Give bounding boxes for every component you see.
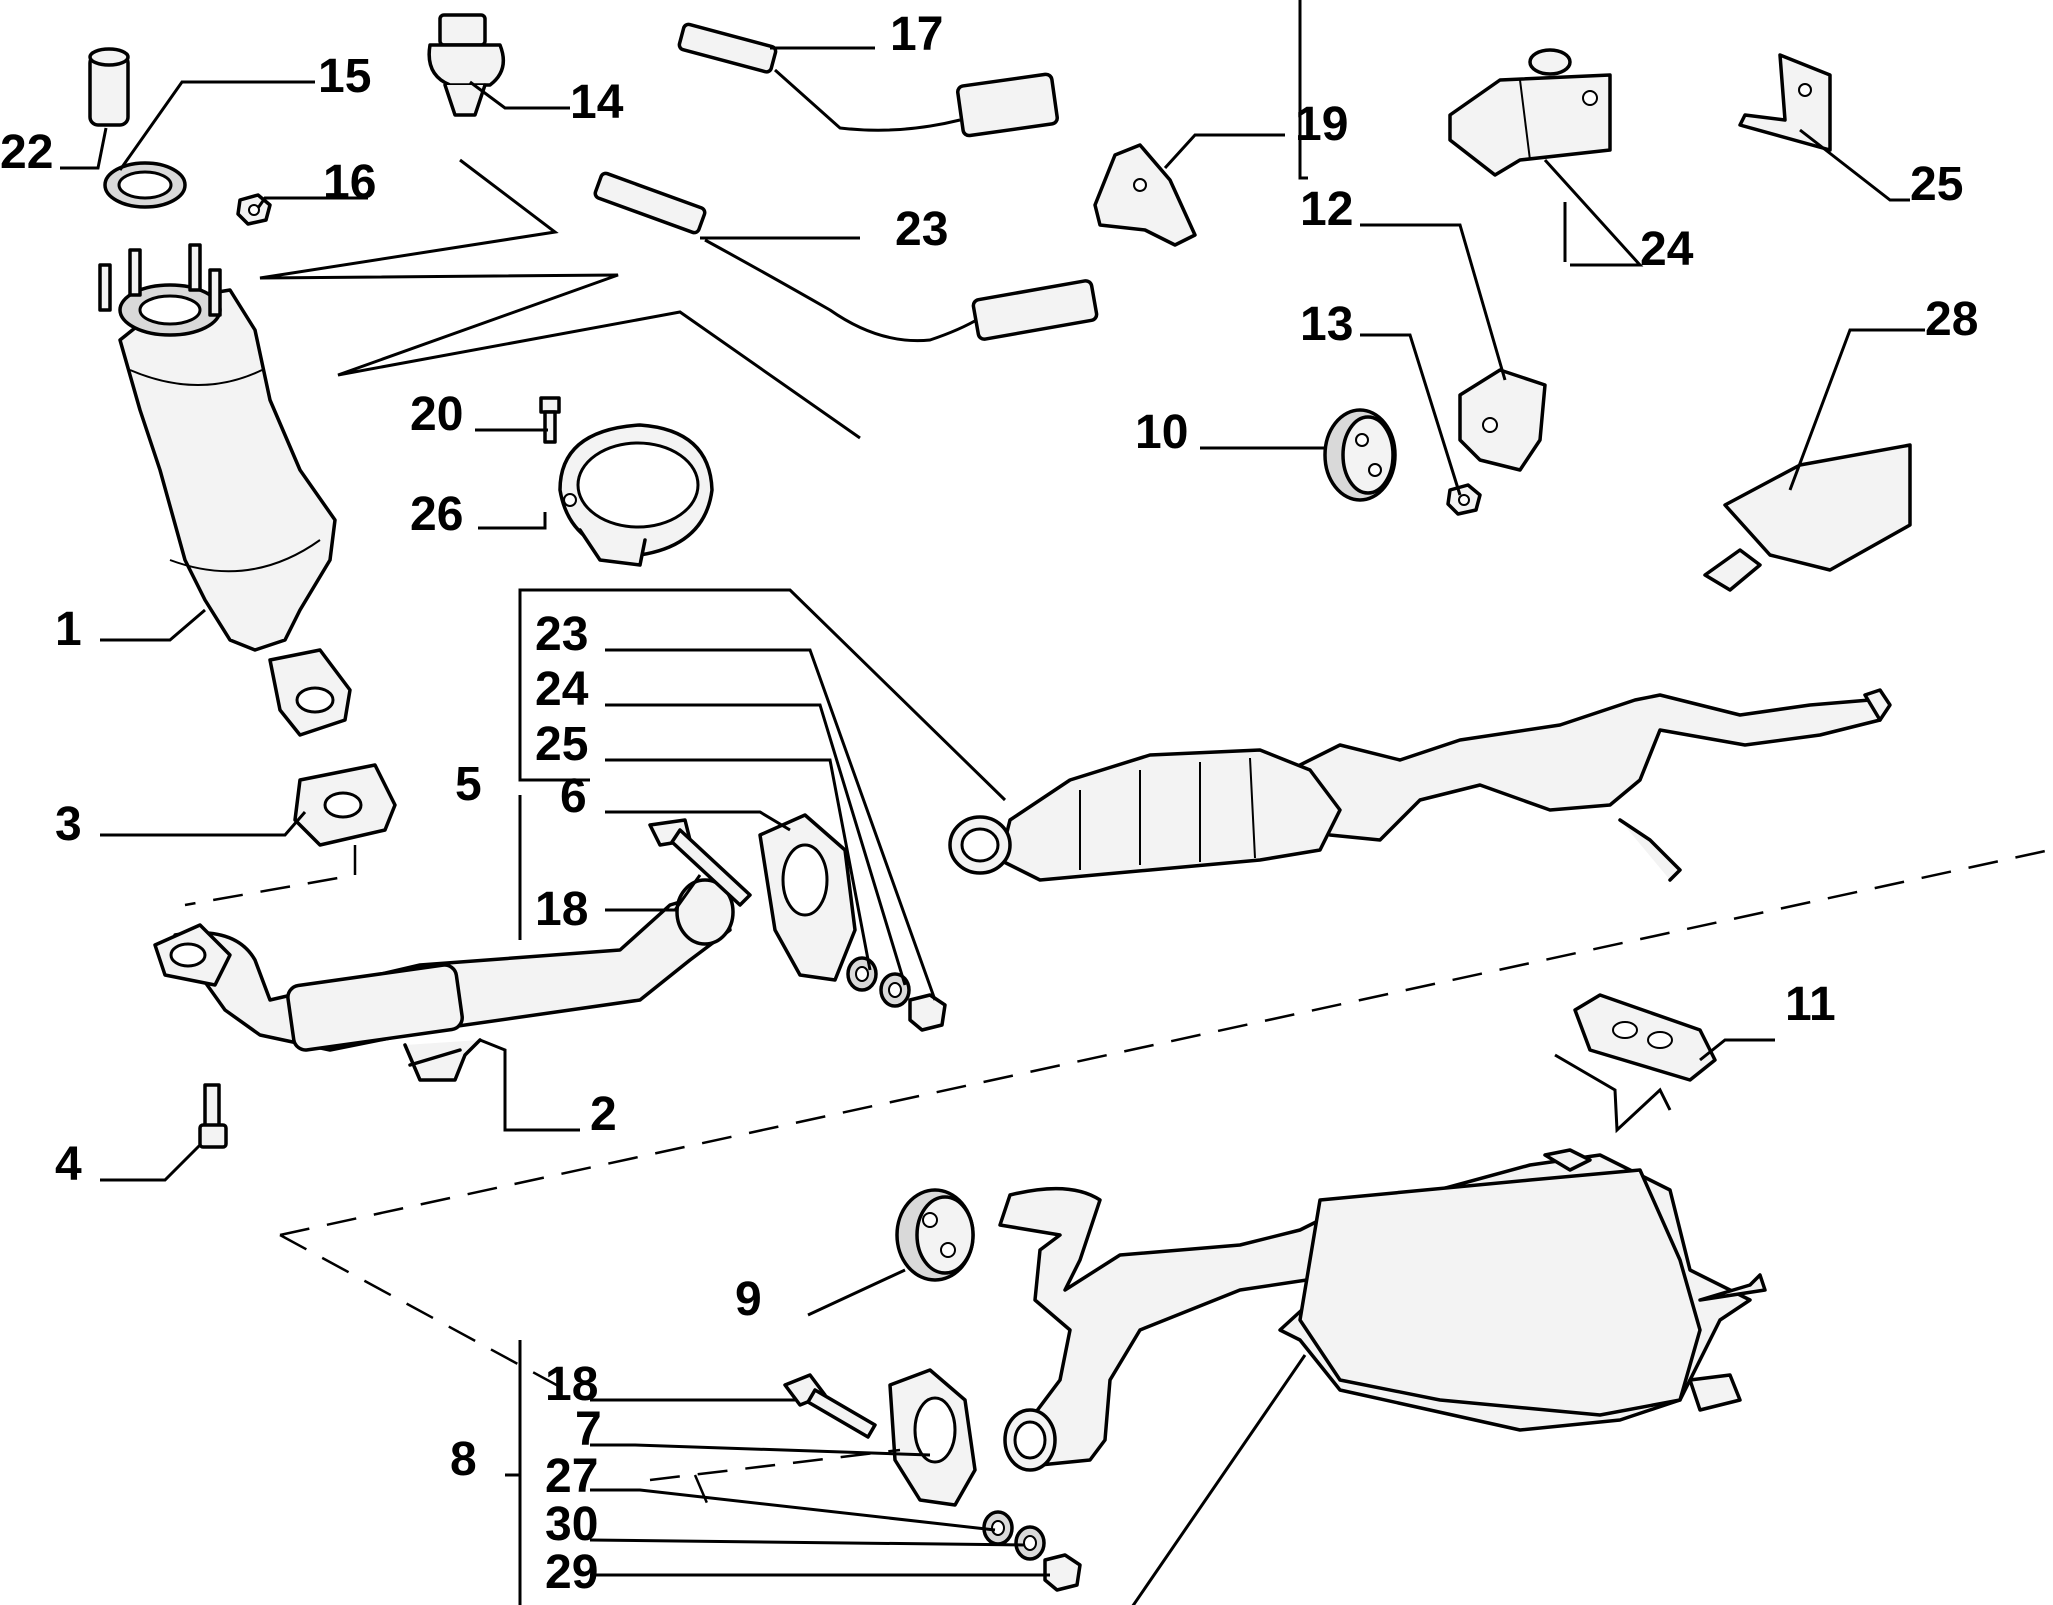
callout-13: 13: [1300, 298, 1353, 351]
callout-17: 17: [890, 8, 943, 61]
callout-26: 26: [410, 488, 463, 541]
rear-silencer-part: [998, 1148, 1767, 1472]
bolt-part: [539, 396, 561, 444]
callout-22: 22: [0, 126, 53, 179]
callout-18-lower: 18: [545, 1358, 598, 1411]
callout-30: 30: [545, 1498, 598, 1551]
callout-3: 3: [55, 798, 82, 851]
dashed-separator-lines: [184, 845, 2051, 1511]
bolt-part: [648, 818, 752, 907]
rubber-mount-part: [1573, 993, 1717, 1082]
callout-14: 14: [570, 76, 624, 129]
clip-part: [427, 13, 506, 117]
washer-part: [879, 972, 911, 1008]
callout-27: 27: [545, 1450, 598, 1503]
callout-20: 20: [410, 388, 463, 441]
callout-11: 11: [1785, 978, 1836, 1031]
nut-part: [908, 993, 947, 1032]
washer-part: [846, 956, 878, 992]
callout-18-upper: 18: [535, 883, 588, 936]
callout-24-top: 24: [1640, 223, 1694, 276]
callout-19: 19: [1295, 98, 1348, 151]
sleeve-part: [88, 47, 130, 127]
clamp-part: [558, 423, 714, 567]
callout-1: 1: [55, 603, 82, 656]
heat-shield-part: [1703, 443, 1912, 592]
callout-6: 6: [560, 770, 587, 823]
oxygen-sensor-part: [593, 171, 1099, 343]
callout-2: 2: [590, 1088, 617, 1141]
callout-16: 16: [323, 156, 376, 209]
callout-4: 4: [55, 1138, 82, 1191]
section-break-lines: [259, 158, 1672, 1134]
flange-part: [758, 813, 857, 982]
bolt-part: [198, 1083, 228, 1149]
callout-9: 9: [735, 1273, 762, 1326]
washer-part: [1014, 1525, 1046, 1561]
callout-12: 12: [1300, 183, 1353, 236]
callout-5: 5: [455, 758, 482, 811]
hanger-part: [1458, 368, 1547, 472]
callout-25-top: 25: [1910, 158, 1963, 211]
catalytic-converter-part: [98, 243, 352, 737]
oxygen-sensor-part: [677, 22, 1059, 138]
callout-23-mid: 23: [535, 608, 588, 661]
leader-lines: [60, 0, 1925, 1605]
bolt-part: [783, 1373, 877, 1439]
callout-7: 7: [575, 1403, 602, 1456]
callout-25-mid: 25: [535, 718, 588, 771]
callout-29: 29: [545, 1546, 598, 1599]
bracket-part: [1093, 143, 1197, 247]
callout-8: 8: [450, 1433, 477, 1486]
front-pipe-part: [153, 878, 735, 1082]
nut-part: [1043, 1553, 1082, 1592]
rubber-mount-part: [1323, 408, 1397, 502]
bracket-part: [1738, 53, 1832, 152]
center-silencer-part: [948, 688, 1892, 882]
flange-part: [888, 1368, 977, 1507]
callout-10: 10: [1135, 406, 1188, 459]
callout-labels: 22 15 16 14 17 23 19 12 13 10 24 25 28 2…: [0, 8, 1978, 1599]
sealing-ring-part: [103, 161, 187, 209]
bracket-part: [1448, 48, 1612, 177]
callout-15: 15: [318, 50, 371, 103]
callout-24-mid: 24: [535, 663, 589, 716]
callout-23-top: 23: [895, 203, 948, 256]
nut-part: [1446, 483, 1482, 516]
rubber-mount-part: [895, 1188, 975, 1282]
callout-28: 28: [1925, 293, 1978, 346]
gasket-part: [293, 763, 397, 847]
